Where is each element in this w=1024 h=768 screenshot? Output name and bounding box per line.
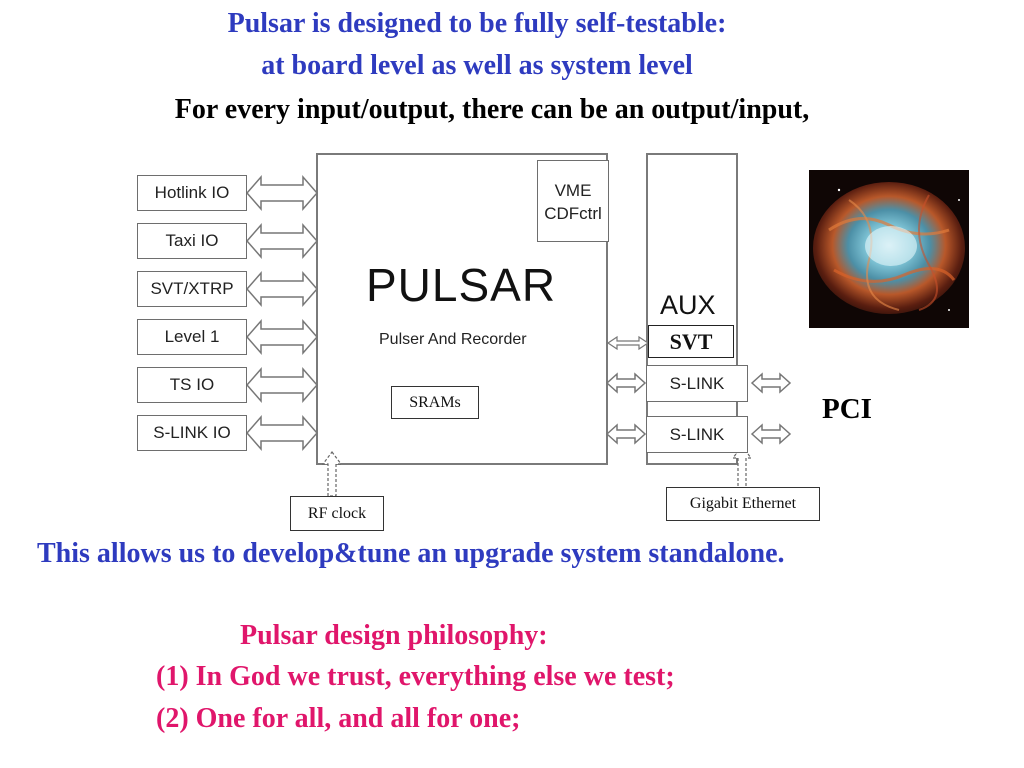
slink-arrow-right [752,425,790,443]
io-arrow [247,273,317,305]
io-box-hotlink: Hotlink IO [137,175,247,211]
standalone-text: This allows us to develop&tune an upgrad… [37,538,785,570]
io-arrow [247,225,317,257]
slink-arrow-left [607,374,645,392]
svt-link-arrow [608,337,648,349]
pulsar-title: PULSAR [366,258,556,312]
pulsar-subtitle: Pulser And Recorder [379,331,527,349]
io-arrow [247,321,317,353]
cdfctrl-label: CDFctrl [538,202,608,225]
io-arrow [247,177,317,209]
io-box-slink: S-LINK IO [137,415,247,451]
slink-arrow-right [752,374,790,392]
philosophy-item-1: (1) In God we trust, everything else we … [156,661,675,693]
slink-arrow-left [607,425,645,443]
rf-clock-box: RF clock [290,496,384,531]
gigabit-ethernet-box: Gigabit Ethernet [666,487,820,521]
aux-label: AUX [660,290,716,321]
slink-box-1: S-LINK [646,365,748,402]
io-box-svt-xtrp: SVT/XTRP [137,271,247,307]
io-box-ts: TS IO [137,367,247,403]
vme-label: VME [538,179,608,202]
vme-box: VME CDFctrl [537,160,609,242]
crab-nebula-image [809,170,969,328]
io-arrow [247,417,317,449]
io-arrow [247,369,317,401]
slink-box-2: S-LINK [646,416,748,453]
io-box-taxi: Taxi IO [137,223,247,259]
philosophy-item-2: (2) One for all, and all for one; [156,703,521,735]
io-box-level1: Level 1 [137,319,247,355]
srams-box: SRAMs [391,386,479,419]
philosophy-title: Pulsar design philosophy: [240,620,548,652]
svt-box: SVT [648,325,734,358]
pci-label: PCI [822,393,872,426]
